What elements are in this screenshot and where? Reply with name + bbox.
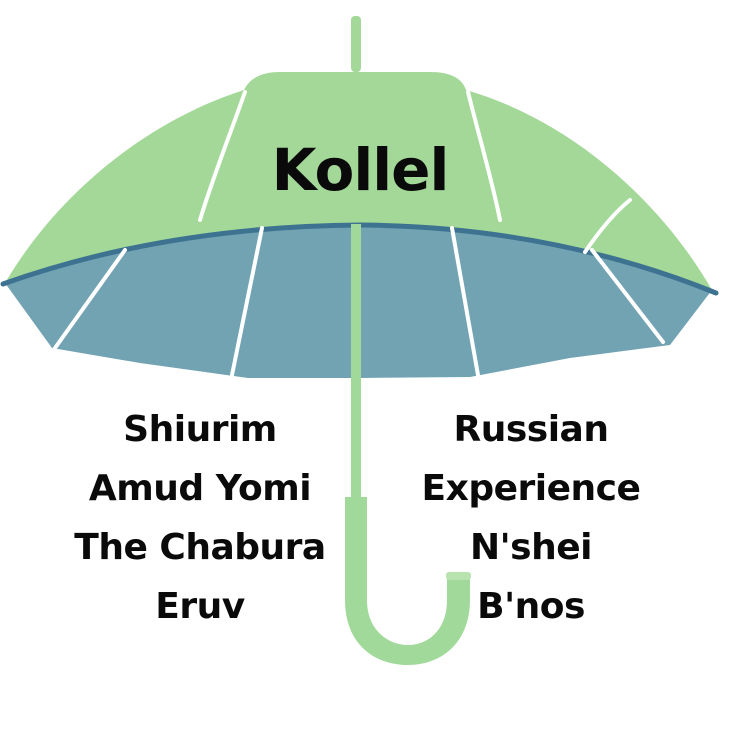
handle-end-cap [446,572,471,580]
list-item: The Chabura [74,527,326,568]
list-item: Eruv [155,586,245,627]
left-program-list: Shiurim Amud Yomi The Chabura Eruv [50,400,350,636]
list-item: Shiurim [123,409,277,450]
umbrella-shaft [351,224,361,500]
right-program-list: Russian Experience N'shei B'nos [381,400,681,636]
umbrella-tip [351,16,361,72]
under-ribs [53,226,665,377]
list-item: Experience [421,468,641,509]
upper-ribs [198,90,632,254]
handle-grip [345,497,367,527]
list-item: Russian [453,409,609,450]
canopy-top [5,72,712,290]
umbrella-title: Kollel [271,136,450,204]
list-item: B'nos [477,586,585,627]
list-item: N'shei [470,527,592,568]
list-item: Amud Yomi [88,468,312,509]
